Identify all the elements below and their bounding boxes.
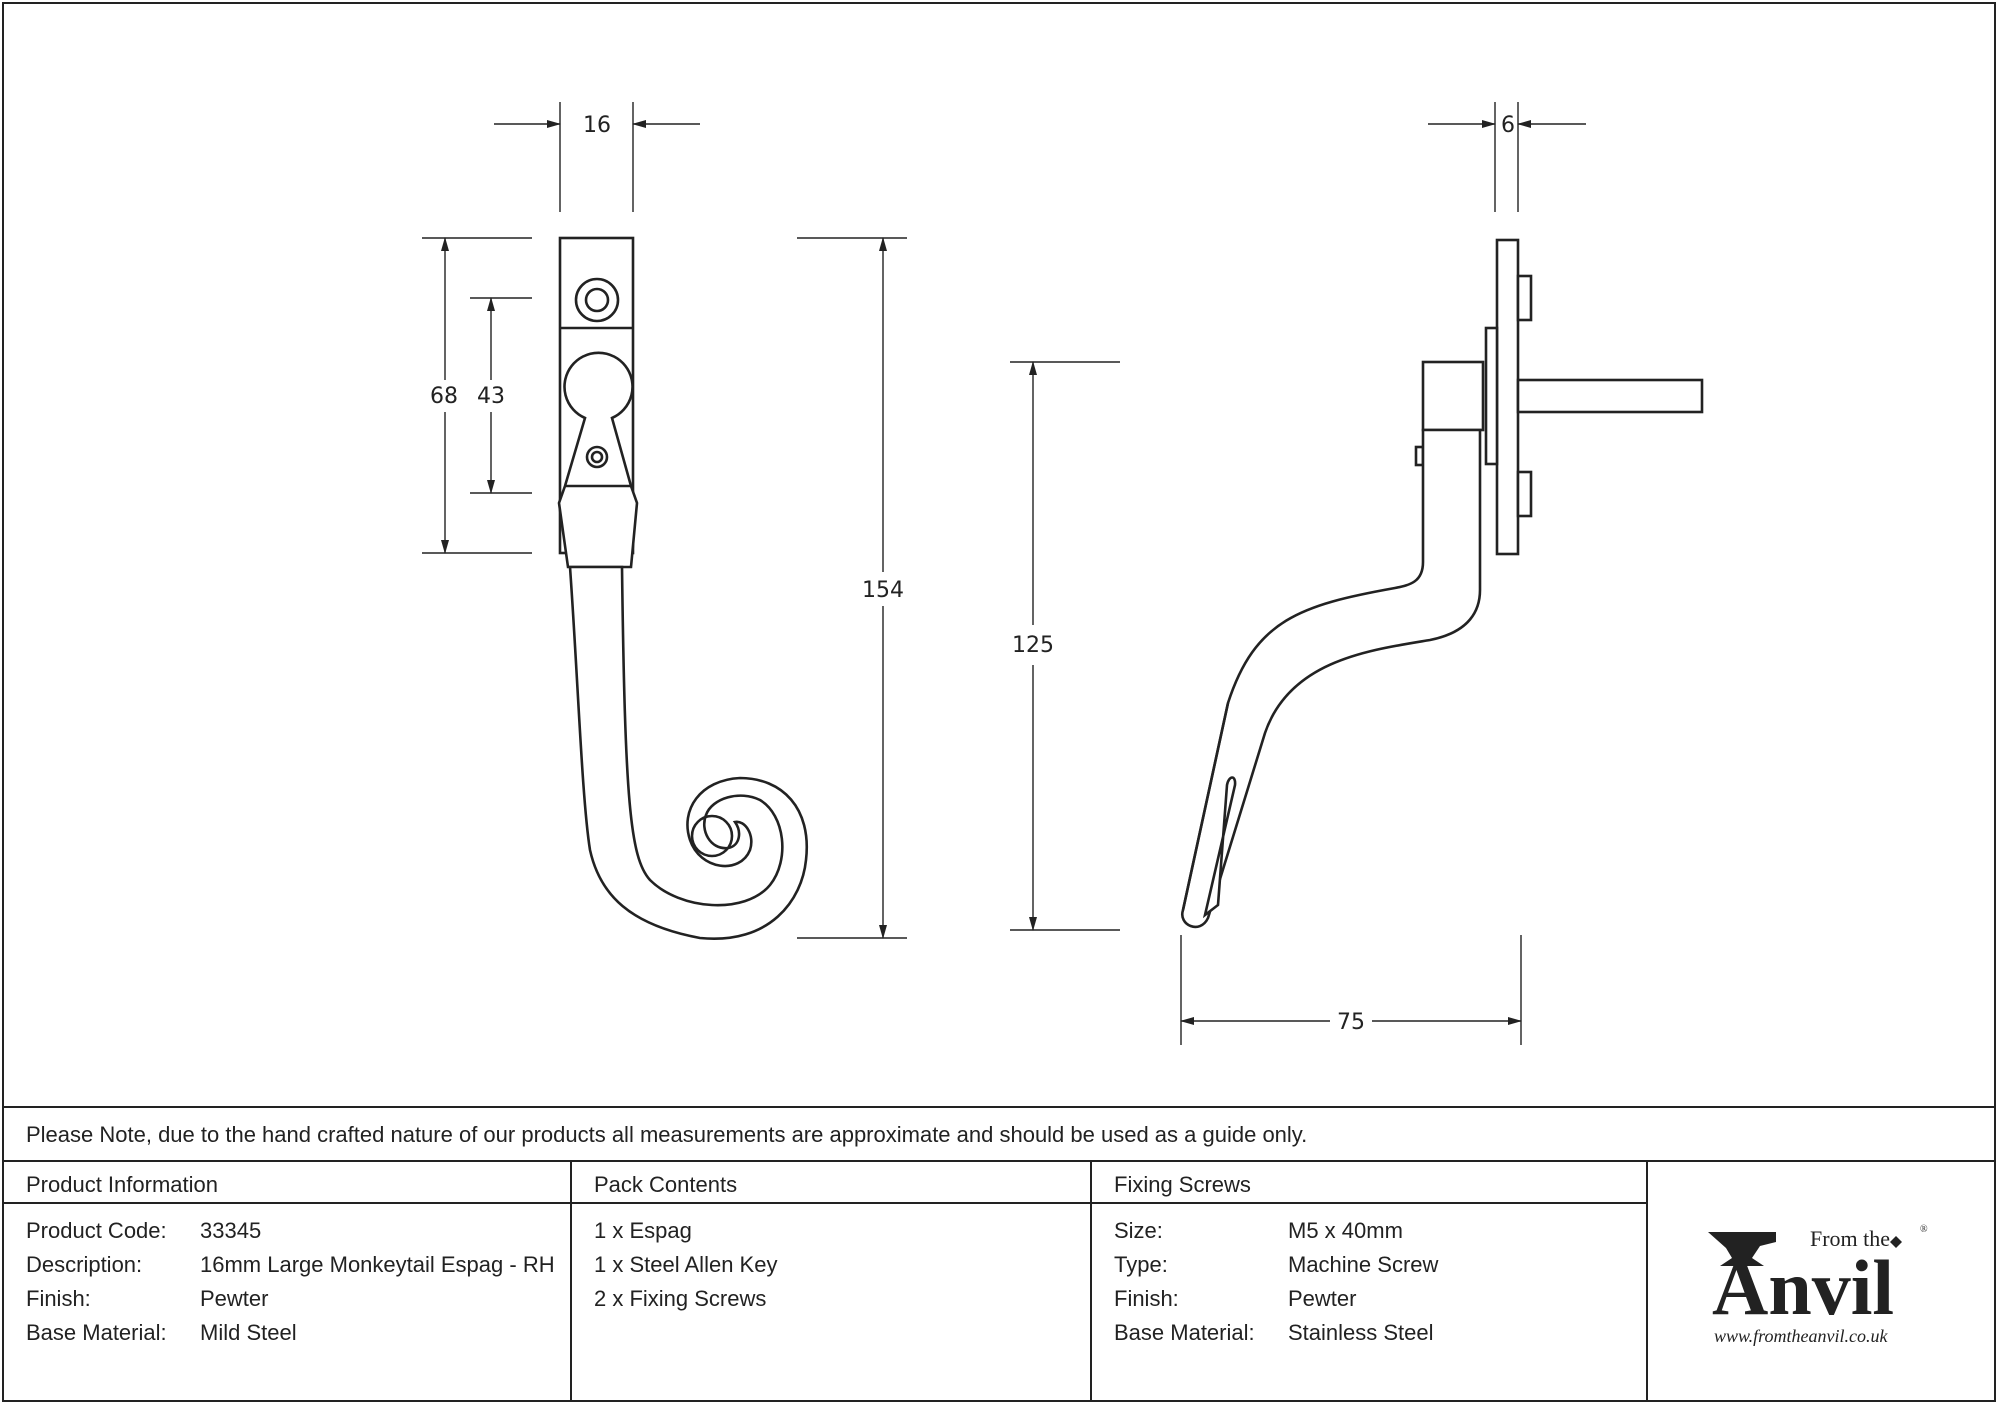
from-the-anvil-logo: From the ® Anvil www.fromtheanvil.co.uk <box>1708 1224 1928 1346</box>
screw-row: Finish:Pewter <box>1114 1286 1646 1320</box>
product-info-row: Product Code:33345 <box>26 1218 570 1252</box>
dim-handle-drop: 125 <box>1012 633 1054 658</box>
screw-size: M5 x 40mm <box>1288 1218 1403 1243</box>
svg-text:From the: From the <box>1810 1226 1890 1251</box>
dim-spindle-spacing: 43 <box>477 384 505 409</box>
dim-overall-length: 154 <box>862 578 904 603</box>
dim-projection: 75 <box>1337 1010 1365 1035</box>
product-info-row: Description:16mm Large Monkeytail Espag … <box>26 1252 570 1286</box>
brand-name: Anvil <box>1712 1244 1894 1331</box>
product-code: 33345 <box>200 1218 262 1243</box>
svg-text:®: ® <box>1920 1224 1928 1235</box>
side-backplate <box>1495 238 1520 556</box>
logo-url: www.fromtheanvil.co.uk <box>1714 1326 1888 1346</box>
fixing-screws-title: Fixing Screws <box>1092 1162 1646 1204</box>
anvil-icon <box>1708 1232 1776 1266</box>
pack-contents-section: Pack Contents 1 x Espag 1 x Steel Allen … <box>572 1162 1092 1400</box>
screw-type: Machine Screw <box>1288 1252 1439 1277</box>
product-info-title: Product Information <box>4 1162 570 1204</box>
technical-drawing: 16 68 43 154 <box>422 102 1704 1045</box>
side-view: 6 125 75 <box>1010 102 1704 1045</box>
pack-contents-title: Pack Contents <box>572 1162 1090 1204</box>
product-info-row: Finish:Pewter <box>26 1286 570 1320</box>
screw-finish: Pewter <box>1288 1286 1357 1311</box>
product-finish: Pewter <box>200 1286 269 1311</box>
pack-item: 1 x Espag <box>594 1218 692 1243</box>
pack-item: 2 x Fixing Screws <box>594 1286 767 1311</box>
pack-item: 1 x Steel Allen Key <box>594 1252 778 1277</box>
screw-row: Size:M5 x 40mm <box>1114 1218 1646 1252</box>
screw-row: Type:Machine Screw <box>1114 1252 1646 1286</box>
screw-hole-top <box>574 277 620 323</box>
front-view: 16 68 43 154 <box>422 102 907 941</box>
side-boss <box>1421 360 1485 432</box>
dim-backplate-height: 68 <box>430 384 458 409</box>
grub-screw-icon <box>585 445 609 469</box>
dim-depth: 6 <box>1501 113 1515 138</box>
screw-base-material: Stainless Steel <box>1288 1320 1434 1345</box>
product-base-material: Mild Steel <box>200 1320 297 1345</box>
monkeytail-lever <box>568 565 809 941</box>
product-info-section: Product Information Product Code:33345 D… <box>4 1162 572 1400</box>
screw-row: Base Material:Stainless Steel <box>1114 1320 1646 1354</box>
espag-spindle <box>1516 378 1704 414</box>
product-info-row: Base Material:Mild Steel <box>26 1320 570 1354</box>
product-description: 16mm Large Monkeytail Espag - RH <box>200 1252 555 1277</box>
side-lever <box>1181 428 1482 929</box>
dim-width: 16 <box>583 113 611 138</box>
approximation-note: Please Note, due to the hand crafted nat… <box>4 1106 1994 1162</box>
handle-boss <box>557 351 639 569</box>
fixing-screws-section: Fixing Screws Size:M5 x 40mm Type:Machin… <box>1092 1162 1648 1400</box>
